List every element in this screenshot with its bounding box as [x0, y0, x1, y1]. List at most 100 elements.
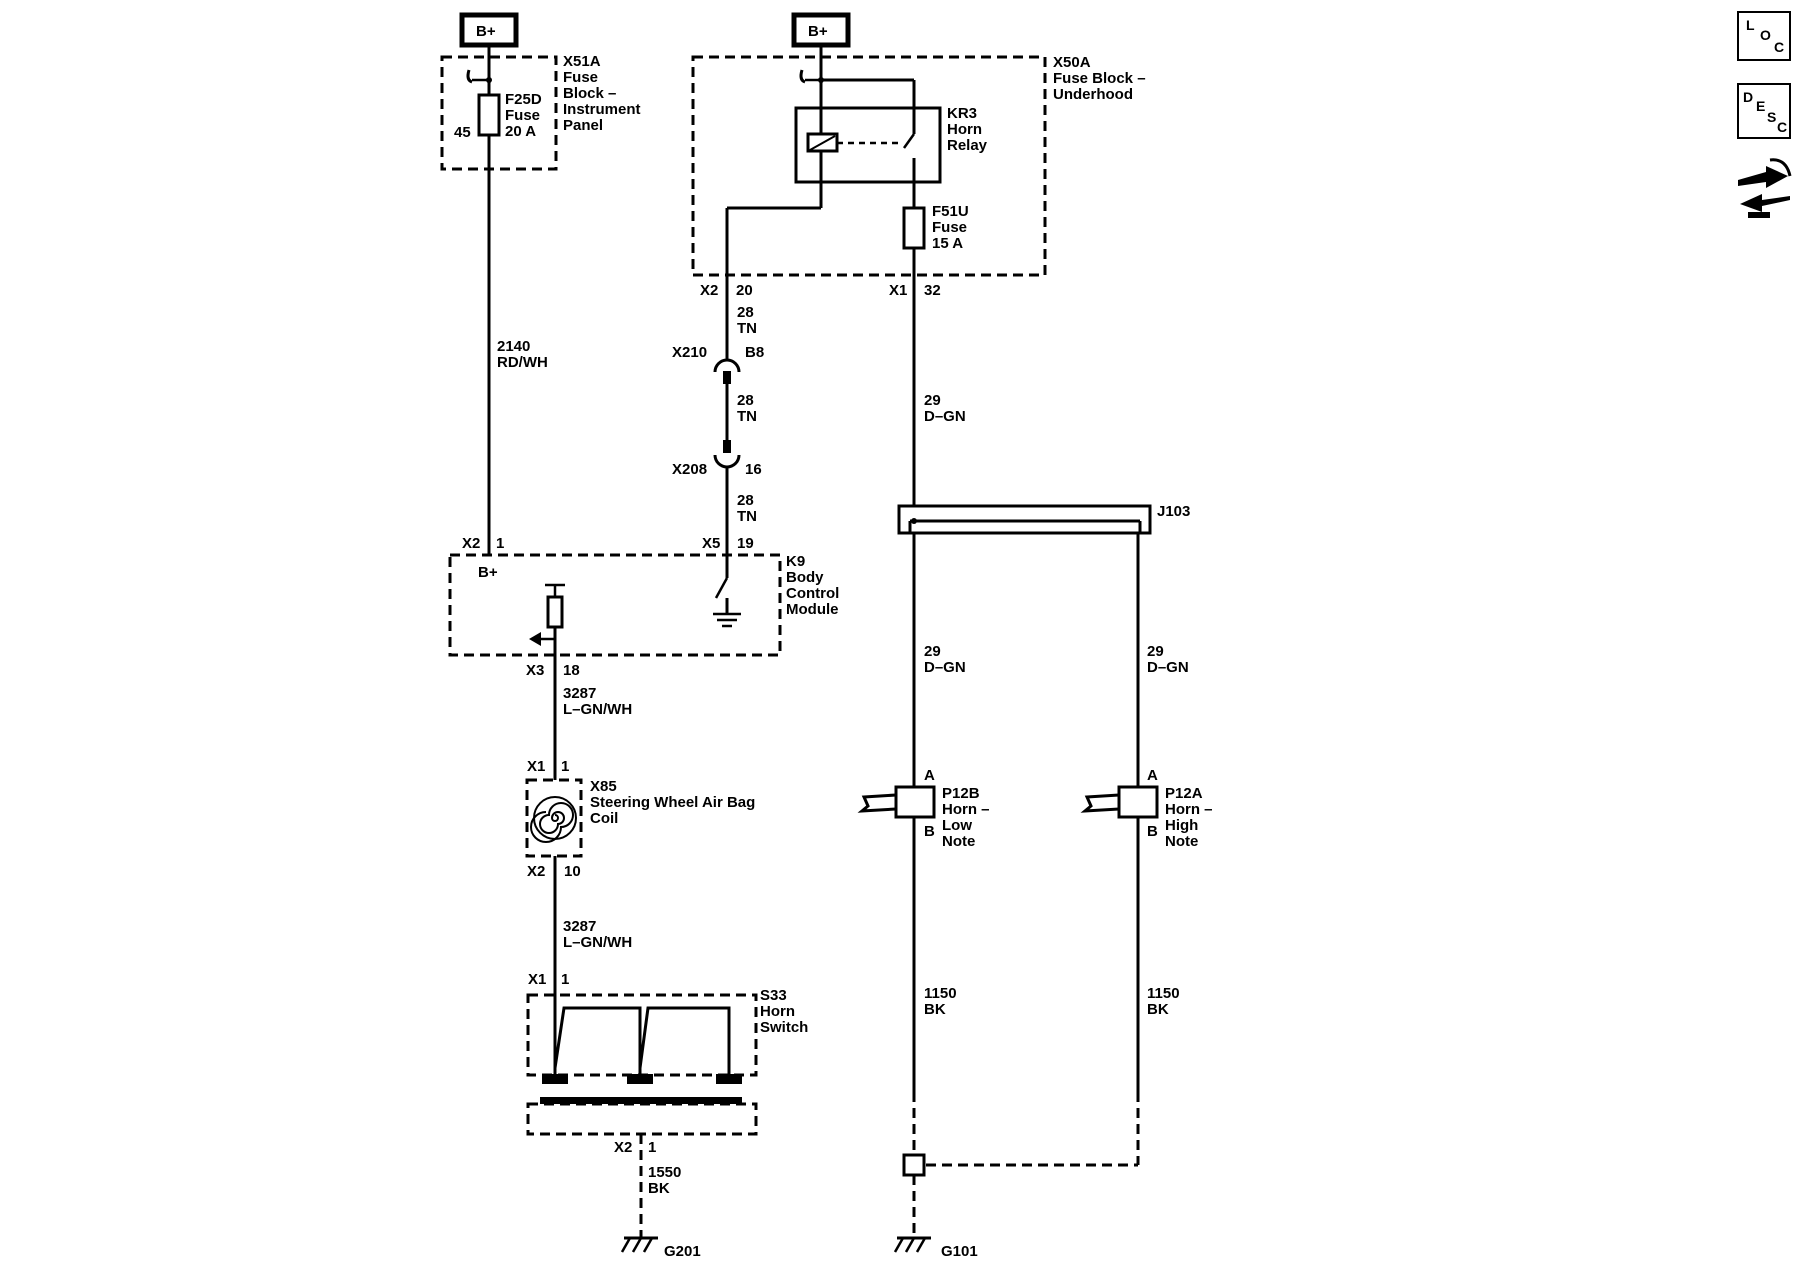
wire-29-low-color: D–GN [924, 659, 966, 676]
s33-name1: Horn [760, 1003, 795, 1020]
j103-id: J103 [1157, 503, 1190, 520]
wire-29-high-circuit: 29 [1147, 643, 1164, 660]
wire-2140-color: RD/WH [497, 354, 548, 371]
power-right-text: B+ [808, 23, 828, 40]
horn-switch-contact-plate [526, 1097, 758, 1136]
kr3-name1: Horn [947, 121, 982, 138]
x85-id: X85 [590, 778, 617, 795]
loc-button[interactable]: L O C [1737, 11, 1791, 61]
x51a-name2: Block – [563, 85, 616, 102]
p12b-pin-a: A [924, 767, 935, 784]
p12a-name1: Horn – [1165, 801, 1213, 818]
desc-letter-s: S [1767, 109, 1776, 125]
horn-switch-s33 [526, 993, 758, 1084]
splice-pack-j103 [897, 504, 1152, 535]
wire-1150b-circuit: 1150 [1147, 985, 1180, 1002]
p12b-name2: Low [942, 817, 972, 834]
wire-1150a-color: BK [924, 1001, 946, 1018]
wire-29-low-circuit: 29 [924, 643, 941, 660]
fuse-f25d [477, 93, 501, 137]
f25d-type: Fuse [505, 107, 540, 124]
loc-letter-c: C [1774, 39, 1784, 55]
x208-id: X208 [672, 461, 707, 478]
wire-28b-color: TN [737, 408, 757, 425]
ground-g201-label: G201 [664, 1243, 701, 1260]
p12a-pin-a: A [1147, 767, 1158, 784]
p12b-name1: Horn – [942, 801, 990, 818]
s33-name2: Switch [760, 1019, 808, 1036]
wire-1150b-color: BK [1147, 1001, 1169, 1018]
ground-splice [902, 1153, 926, 1177]
wire-29-high-color: D–GN [1147, 659, 1189, 676]
x85-name2: Coil [590, 810, 618, 827]
fuse-block-x51a [440, 55, 558, 171]
loc-letter-o: O [1760, 27, 1771, 43]
p12b-pin-b: B [924, 823, 935, 840]
p12a-name3: Note [1165, 833, 1198, 850]
wire-1550-circuit: 1550 [648, 1164, 681, 1181]
coil-spiral-icon [530, 802, 574, 843]
wire-28c-circuit: 28 [737, 492, 754, 509]
x50a-conn-left: X2 [700, 282, 718, 299]
wire-29-main-color: D–GN [924, 408, 966, 425]
power-label-left: B+ [459, 12, 519, 48]
s33-conn-top: X1 [528, 971, 546, 988]
x50a-pin-left: 20 [736, 282, 753, 299]
x208-pin: 16 [745, 461, 762, 478]
kr3-name2: Relay [947, 137, 988, 154]
k9-switch [714, 577, 729, 599]
wire-3287b-circuit: 3287 [563, 918, 596, 935]
s33-conn-bottom: X2 [614, 1139, 632, 1156]
wire-28b-circuit: 28 [737, 392, 754, 409]
module-k9 [448, 553, 782, 657]
desc-letter-d: D [1743, 89, 1753, 105]
x85-conn-bottom: X2 [527, 863, 545, 880]
diagnostic-arrows-icon[interactable] [1738, 158, 1792, 218]
ground-g101-label: G101 [941, 1243, 978, 1260]
k9-pin-in: 1 [496, 535, 504, 552]
wire-28c-color: TN [737, 508, 757, 525]
k9-name3: Module [786, 601, 839, 618]
relay-switch [902, 133, 916, 149]
x51a-name1: Fuse [563, 69, 598, 86]
x50a-name1: Fuse Block – [1053, 70, 1146, 87]
k9-resistor [546, 595, 564, 629]
ground-g201-icon [620, 1236, 658, 1253]
p12b-name3: Note [942, 833, 975, 850]
p12a-id: P12A [1165, 785, 1203, 802]
wire-3287b-color: L–GN/WH [563, 934, 632, 951]
desc-button[interactable]: D E S C [1737, 83, 1791, 139]
x85-pin-top: 1 [561, 758, 569, 775]
k9-bplus: B+ [478, 564, 498, 581]
f25d-id: F25D [505, 91, 542, 108]
k9-output-arrow [529, 632, 541, 646]
fuse-f51u [902, 206, 926, 250]
x85-conn-top: X1 [527, 758, 545, 775]
x50a-id: X50A [1053, 54, 1091, 71]
wire-3287a-circuit: 3287 [563, 685, 596, 702]
horn-low-icon [857, 793, 897, 813]
wire-29-main-circuit: 29 [924, 392, 941, 409]
f51u-rating: 15 A [932, 235, 963, 252]
wire-3287a-color: L–GN/WH [563, 701, 632, 718]
x50a-pin-right: 32 [924, 282, 941, 299]
wire-1150a-circuit: 1150 [924, 985, 957, 1002]
p12a-name2: High [1165, 817, 1198, 834]
s33-id: S33 [760, 987, 787, 1004]
x50a-name2: Underhood [1053, 86, 1133, 103]
x51a-pin-label: 45 [454, 124, 471, 141]
f51u-type: Fuse [932, 219, 967, 236]
fuse-block-x50a [691, 55, 1047, 277]
ground-g101-icon [893, 1236, 931, 1253]
wire-28a-color: TN [737, 320, 757, 337]
horn-high-icon [1080, 793, 1120, 813]
power-left-text: B+ [476, 23, 496, 40]
f25d-rating: 20 A [505, 123, 536, 140]
k9-pin-sw: 19 [737, 535, 754, 552]
k9-pin-out: 18 [563, 662, 580, 679]
air-bag-coil-x85 [525, 778, 583, 858]
k9-name2: Control [786, 585, 839, 602]
relay-kr3 [794, 106, 942, 184]
x210-id: X210 [672, 344, 707, 361]
